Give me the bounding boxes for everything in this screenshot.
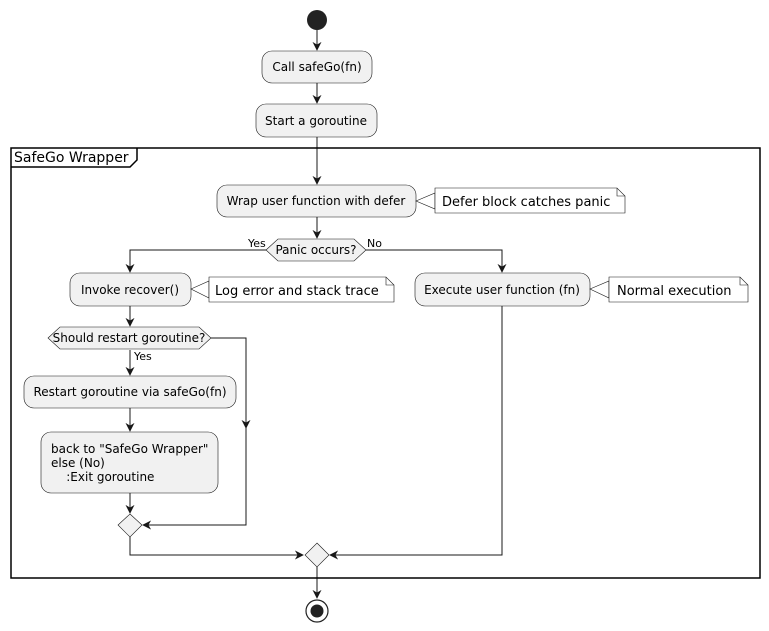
edge-panic-no [366, 249, 507, 273]
back-box-line-3: :Exit goroutine [51, 470, 154, 484]
call-safego-label: Call safeGo(fn) [272, 60, 361, 74]
normal-note-fold [739, 277, 748, 286]
restart-yes-label: Yes [133, 350, 152, 363]
left-merge-diamond [117, 513, 143, 538]
panic-yes-label: Yes [247, 237, 266, 250]
edge-panic-yes [125, 249, 266, 273]
back-box-line-2: else (No) [51, 456, 105, 470]
should-restart-decision [47, 326, 212, 350]
defer-note-pointer [415, 192, 436, 210]
defer-note-fold [616, 188, 625, 197]
start-node [307, 10, 327, 30]
back-box-line-1: back to "SafeGo Wrapper" [51, 442, 208, 456]
edge-execute-to-final [329, 306, 503, 560]
safego-wrapper-frame [10, 147, 761, 579]
back-to-wrapper-node [40, 431, 219, 494]
panic-no-label: No [367, 237, 382, 250]
edge-restart-no [142, 337, 247, 530]
frame-title: SafeGo Wrapper [14, 150, 129, 166]
restart-goroutine-label: Restart goroutine via safeGo(fn) [33, 385, 226, 399]
defer-note [434, 187, 626, 214]
normal-note-pointer [589, 280, 610, 299]
execute-user-function-label: Execute user function (fn) [424, 283, 580, 297]
log-note [208, 276, 395, 303]
log-note-text: Log error and stack trace [215, 284, 379, 299]
start-goroutine-node [255, 103, 378, 138]
final-merge-diamond [304, 542, 330, 568]
log-note-fold [385, 277, 394, 286]
wrap-user-function-label: Wrap user function with defer [227, 194, 406, 208]
invoke-recover-label: Invoke recover() [81, 283, 179, 297]
panic-occurs-label: Panic occurs? [275, 243, 356, 257]
edge-left-merge-to-final [129, 537, 304, 560]
defer-note-text: Defer block catches panic [442, 195, 610, 210]
normal-note [608, 276, 749, 303]
panic-occurs-decision [265, 238, 367, 262]
normal-note-text: Normal execution [617, 284, 732, 299]
edges [125, 30, 507, 599]
log-note-pointer [190, 280, 210, 299]
call-safego-node [261, 50, 373, 84]
frame-title-tab [11, 148, 138, 168]
start-goroutine-label: Start a goroutine [265, 114, 367, 128]
restart-goroutine-node [23, 375, 237, 409]
execute-user-function-node [414, 272, 591, 307]
should-restart-label: Should restart goroutine? [53, 331, 206, 345]
invoke-recover-node [69, 272, 192, 307]
stop-node-inner [310, 604, 324, 618]
